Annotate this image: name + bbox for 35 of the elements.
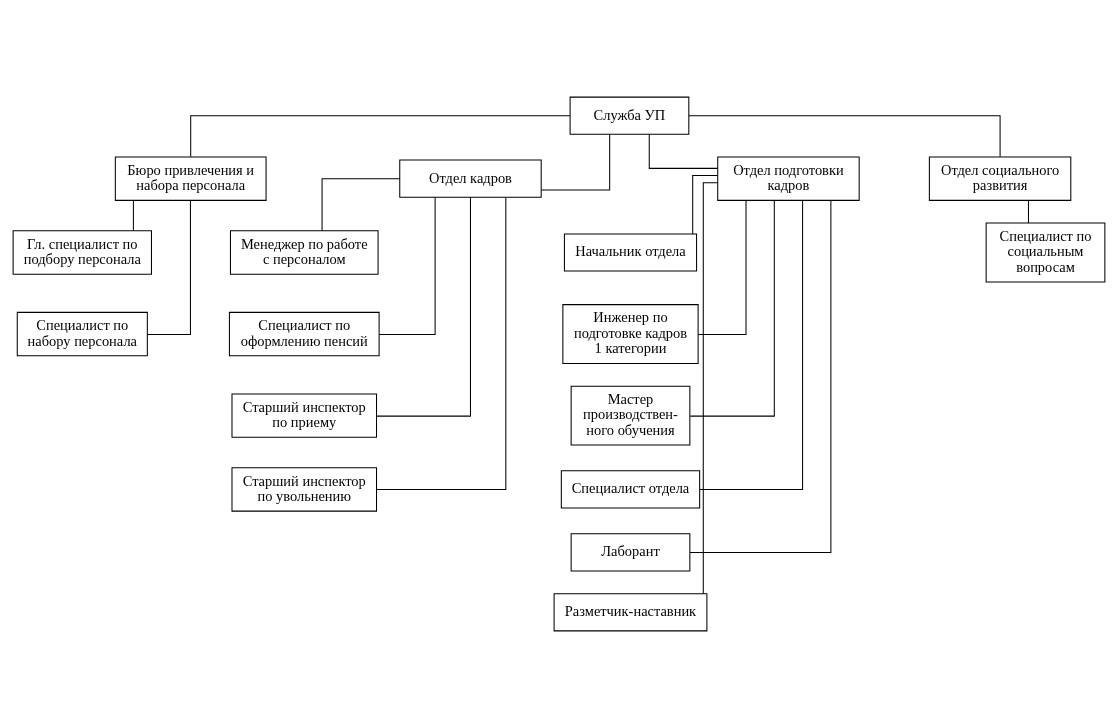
- connector: [1027, 199, 1029, 223]
- connector: [688, 114, 1001, 157]
- node-box: Специалист по оформлению пенсий: [228, 311, 380, 356]
- connector: [648, 133, 719, 169]
- node-box: Отдел социального развития: [928, 156, 1072, 201]
- connector: [190, 114, 571, 157]
- connector: [689, 199, 775, 417]
- node-box: Старший инспектор по приему: [231, 392, 378, 438]
- connector: [540, 133, 611, 191]
- connector: [689, 199, 832, 553]
- node-box: Мастер производствен- ного обучения: [570, 385, 691, 446]
- node-box: Инженер по подготовке кадров 1 категории: [562, 303, 699, 364]
- connector: [702, 181, 719, 594]
- node-box: Специалист отдела: [560, 469, 701, 509]
- node-box: Разметчик-наставник: [553, 592, 708, 631]
- connector: [146, 199, 191, 335]
- node-box: Гл. специалист по подбору персонала: [12, 229, 152, 275]
- node-box: Менеджер по работе с персоналом: [229, 229, 379, 275]
- node-box: Начальник отдела: [563, 232, 698, 272]
- node-box: Служба УП: [569, 96, 690, 135]
- node-box: Специалист по набору персонала: [16, 311, 148, 356]
- node-box: Бюро привлечения и набора персонала: [114, 156, 267, 201]
- node-box: Отдел кадров: [399, 159, 542, 198]
- connector: [697, 199, 747, 335]
- connector: [132, 199, 134, 231]
- connector: [376, 196, 471, 417]
- connector: [699, 199, 804, 490]
- node-box: Специалист по социальным вопросам: [985, 222, 1106, 282]
- connector: [692, 174, 718, 234]
- node-box: Отдел подготовки кадров: [717, 156, 860, 201]
- connector: [378, 196, 436, 335]
- node-box: Лаборант: [570, 532, 691, 571]
- connector: [321, 177, 401, 231]
- node-box: Старший инспектор по увольнению: [231, 466, 378, 512]
- connector: [376, 196, 507, 490]
